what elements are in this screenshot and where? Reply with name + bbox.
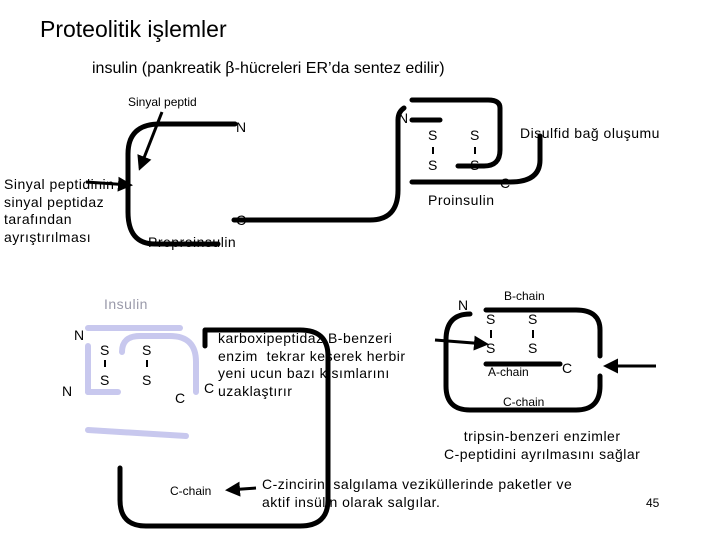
insulin-n-label-1: N (74, 327, 85, 343)
carboxypeptidase-note: karboxipeptidaz B-benzeri enzim tekrar k… (218, 330, 406, 399)
proinsulin-s-1: S (428, 127, 438, 143)
insulin-s-4: S (142, 372, 152, 388)
cleavage-c-label: C (562, 360, 573, 376)
insulin-disulfide-bonds (104, 360, 148, 367)
insulin-c-chain (117, 327, 331, 529)
proinsulin-n-label: N (398, 110, 409, 126)
proinsulin-c-label: C (500, 175, 511, 191)
trypsin-note: tripsin-benzeri enzimler C-peptidini ayr… (444, 428, 641, 462)
slide-title: Proteolitik işlemler (40, 16, 227, 42)
insulin-chains-lavender (85, 325, 199, 439)
preproinsulin-n-label: N (236, 119, 247, 135)
c-chain-label-right: C-chain (503, 395, 545, 409)
signal-peptide-arrow (137, 111, 164, 171)
insulin-s-1: S (100, 342, 110, 358)
insulin-name: Insulin (104, 296, 148, 312)
insulin-c-label-1: C (175, 390, 186, 406)
preproinsulin-c-label: C (236, 212, 247, 228)
c-chain-label-left: C-chain (170, 484, 212, 498)
proinsulin-name: Proinsulin (428, 192, 495, 208)
cleavage-s-4: S (528, 340, 538, 356)
signal-peptide-label: Sinyal peptid (128, 95, 197, 109)
signal-peptidase-note: Sinyal peptidinin sinyal peptidaz tarafı… (4, 176, 115, 245)
b-chain-label: B-chain (504, 289, 545, 303)
page-number: 45 (646, 496, 660, 510)
slide-subtitle: insulin (pankreatik β-hücreleri ER’da se… (92, 58, 445, 77)
proinsulin-disulfide-bonds (432, 147, 476, 154)
preproinsulin-name: Preproinsulin (148, 234, 237, 250)
secretion-arrow (225, 481, 257, 497)
insulin-s-3: S (100, 372, 110, 388)
insulin-s-2: S (142, 342, 152, 358)
insulin-n-label-2: N (62, 383, 73, 399)
cleavage-disulfide-bonds (490, 330, 534, 338)
a-chain-label: A-chain (488, 365, 529, 379)
insulin-c-label-2: C (204, 380, 215, 396)
preproinsulin-chain (125, 105, 407, 247)
proinsulin-chain (409, 97, 543, 185)
cleavage-s-1: S (486, 311, 496, 327)
proinsulin-s-2: S (470, 127, 480, 143)
cleavage-n-label: N (458, 297, 469, 313)
cleavage-structure (443, 307, 603, 413)
cleavage-arrow-upper (85, 176, 133, 192)
cleavage-s-3: S (486, 340, 496, 356)
cleavage-s-2: S (528, 311, 538, 327)
disulfide-note: Disulfid bağ oluşumu (520, 125, 660, 141)
secretion-note: C-zincirini salgılama veziküllerinde pak… (262, 476, 573, 510)
proinsulin-s-4: S (470, 157, 480, 173)
proinsulin-s-3: S (428, 157, 438, 173)
cleavage-arrow-left (434, 335, 489, 351)
